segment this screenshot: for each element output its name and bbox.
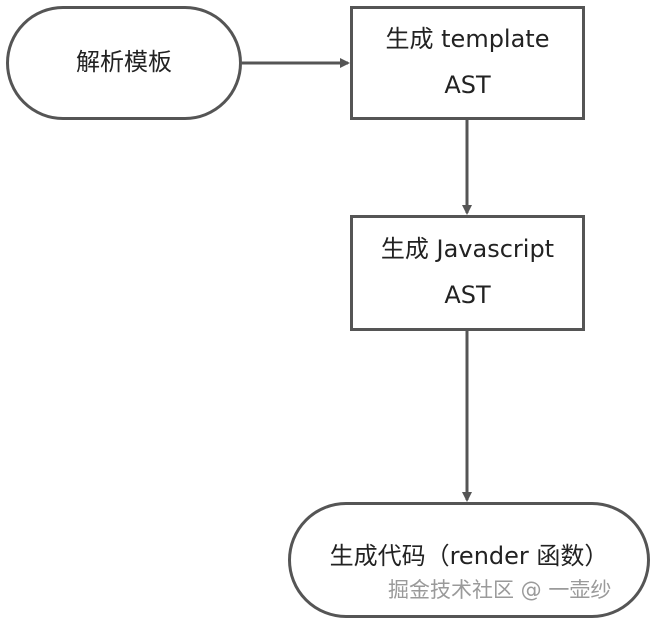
node-parse-label: 解析模板	[76, 48, 172, 77]
node-generate-code: 生成代码（render 函数）	[288, 502, 650, 618]
node-generate-code-label: 生成代码（render 函数）	[329, 542, 609, 571]
node-generate-javascript-ast: 生成 Javascript AST	[350, 215, 585, 331]
node-javascript-ast-line2: AST	[444, 281, 491, 309]
node-generate-template-ast: 生成 template AST	[350, 6, 585, 120]
node-template-ast-line1: 生成 template	[385, 25, 550, 54]
node-javascript-ast-line1: 生成 Javascript	[380, 235, 555, 264]
node-parse-template: 解析模板	[6, 6, 242, 120]
node-template-ast-line2: AST	[444, 71, 491, 99]
watermark: 掘金技术社区 @ 一壶纱	[388, 578, 612, 602]
